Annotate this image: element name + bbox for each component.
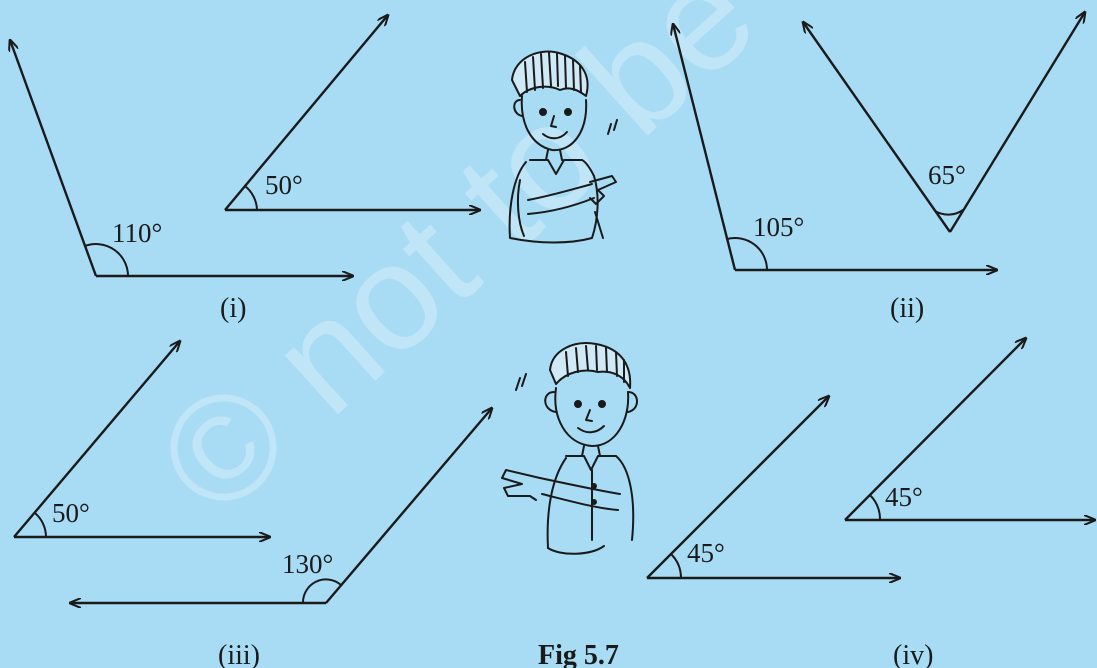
angle-arc <box>84 243 129 277</box>
angle-arc <box>934 209 964 216</box>
angle-arc <box>34 512 47 538</box>
angle-label: 105° <box>753 212 804 242</box>
ray <box>673 24 737 271</box>
angle-label: 130° <box>282 549 333 579</box>
angle-label: 65° <box>928 160 966 190</box>
pair-label-iii: (iii) <box>218 640 260 668</box>
pair-label-i: (i) <box>220 293 246 324</box>
angle-arc <box>244 185 258 211</box>
angle-label: 45° <box>885 482 923 512</box>
angle-50: 50° <box>224 15 480 211</box>
ray <box>325 408 492 604</box>
ray <box>948 12 1085 233</box>
ray <box>646 396 829 579</box>
angle-label: 50° <box>52 498 90 528</box>
figure-caption: Fig 5.7 <box>538 640 619 668</box>
angle-label: 50° <box>265 170 303 200</box>
pair-label-iv: (iv) <box>893 640 933 668</box>
ray <box>10 40 98 277</box>
angle-45-lower: 45° <box>646 396 900 579</box>
ray <box>13 341 180 538</box>
angle-label: 45° <box>687 538 725 568</box>
boy-pointing-right-icon <box>508 50 618 244</box>
angle-arc <box>869 494 882 521</box>
angle-45-upper: 45° <box>844 338 1095 521</box>
ray <box>224 15 388 211</box>
ray <box>803 22 951 233</box>
angle-label: 110° <box>112 218 162 248</box>
girl-pointing-left-icon <box>501 342 638 555</box>
angle-arc <box>301 578 342 604</box>
angle-arc <box>726 236 768 271</box>
angle-arc <box>670 553 682 579</box>
angle-130: 130° <box>70 408 492 603</box>
angle-110: 110° <box>10 40 353 276</box>
pair-label-ii: (ii) <box>890 293 924 324</box>
angle-65: 65° <box>803 12 1085 233</box>
angle-50-iii: 50° <box>13 341 270 538</box>
angle-105: 105° <box>673 24 997 270</box>
ray <box>844 338 1026 521</box>
